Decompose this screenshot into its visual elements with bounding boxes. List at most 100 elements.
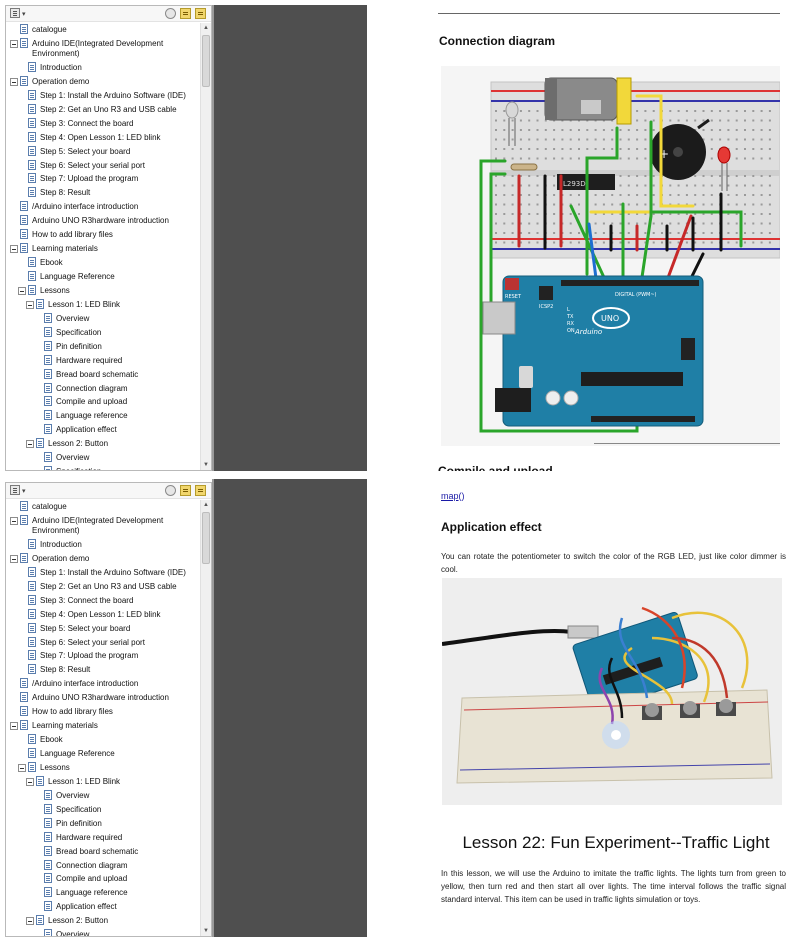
outline-menu-icon[interactable]: ▾ xyxy=(10,485,28,496)
outline-item[interactable]: Bread board schematic xyxy=(6,845,200,859)
bookmark-properties-icon[interactable] xyxy=(195,485,206,496)
sidebar-scrollbar[interactable]: ▲ ▼ xyxy=(200,500,211,936)
outline-item[interactable]: Application effect xyxy=(6,423,200,437)
outline-item-label: Language Reference xyxy=(40,272,115,281)
outline-item[interactable]: Step 8: Result xyxy=(6,186,200,200)
outline-item[interactable]: How to add library files xyxy=(6,228,200,242)
outline-item[interactable]: Step 2: Get an Uno R3 and USB cable xyxy=(6,103,200,117)
map-function-link[interactable]: map() xyxy=(441,491,465,501)
outline-item[interactable]: Compile and upload xyxy=(6,872,200,886)
bookmark-page-icon xyxy=(28,284,36,295)
outline-item[interactable]: Language Reference xyxy=(6,747,200,761)
outline-item[interactable]: Step 3: Connect the board xyxy=(6,594,200,608)
collapse-toggle-icon[interactable] xyxy=(18,763,26,772)
outline-item[interactable]: Step 4: Open Lesson 1: LED blink xyxy=(6,608,200,622)
collapse-toggle-icon[interactable] xyxy=(26,917,34,926)
outline-item[interactable]: Language reference xyxy=(6,886,200,900)
svg-text:ON: ON xyxy=(567,328,575,334)
outline-item[interactable]: catalogue xyxy=(6,23,200,37)
scroll-thumb[interactable] xyxy=(202,512,210,564)
outline-item[interactable]: Operation demo xyxy=(6,75,200,89)
collapse-toggle-icon[interactable] xyxy=(26,440,34,449)
outline-item[interactable]: Application effect xyxy=(6,900,200,914)
collapse-toggle-icon[interactable] xyxy=(10,554,18,563)
scroll-down-icon[interactable]: ▼ xyxy=(203,928,209,934)
outline-item[interactable]: Step 1: Install the Arduino Software (ID… xyxy=(6,566,200,580)
outline-item[interactable]: Step 3: Connect the board xyxy=(6,117,200,131)
outline-item[interactable]: Connection diagram xyxy=(6,859,200,873)
outline-item[interactable]: Ebook xyxy=(6,256,200,270)
collapse-toggle-icon[interactable] xyxy=(18,286,26,295)
bookmark-properties-icon[interactable] xyxy=(195,8,206,19)
collapse-toggle-icon[interactable] xyxy=(10,516,18,525)
outline-item[interactable]: Specification xyxy=(6,465,200,470)
outline-item[interactable]: Operation demo xyxy=(6,552,200,566)
outline-item[interactable]: Ebook xyxy=(6,733,200,747)
outline-menu-icon[interactable]: ▾ xyxy=(10,8,28,19)
collapse-toggle-icon[interactable] xyxy=(10,77,18,86)
outline-item[interactable]: Step 8: Result xyxy=(6,663,200,677)
outline-item[interactable]: Arduino IDE(Integrated Development Envir… xyxy=(6,37,200,61)
collapse-toggle-icon[interactable] xyxy=(10,39,18,48)
outline-item[interactable]: Introduction xyxy=(6,538,200,552)
outline-item[interactable]: Lessons xyxy=(6,284,200,298)
outline-item[interactable]: Overview xyxy=(6,451,200,465)
collapse-toggle-icon[interactable] xyxy=(10,245,18,254)
outline-item[interactable]: Bread board schematic xyxy=(6,368,200,382)
outline-item[interactable]: Arduino UNO R3hardware introduction xyxy=(6,214,200,228)
outline-item[interactable]: Step 7: Upload the program xyxy=(6,649,200,663)
outline-item[interactable]: Step 7: Upload the program xyxy=(6,172,200,186)
outline-item[interactable]: Step 1: Install the Arduino Software (ID… xyxy=(6,89,200,103)
bookmark-page-icon xyxy=(20,692,28,703)
outline-item[interactable]: Hardware required xyxy=(6,831,200,845)
pane-splitter[interactable] xyxy=(212,479,214,937)
outline-item[interactable]: Lesson 2: Button xyxy=(6,437,200,451)
outline-item[interactable]: catalogue xyxy=(6,500,200,514)
outline-item[interactable]: Compile and upload xyxy=(6,395,200,409)
outline-item[interactable]: /Arduino interface introduction xyxy=(6,677,200,691)
outline-item[interactable]: Arduino UNO R3hardware introduction xyxy=(6,691,200,705)
outline-item[interactable]: Overview xyxy=(6,312,200,326)
outline-item[interactable]: Arduino IDE(Integrated Development Envir… xyxy=(6,514,200,538)
bookmark-add-icon[interactable] xyxy=(180,8,191,19)
outline-item[interactable]: /Arduino interface introduction xyxy=(6,200,200,214)
outline-item[interactable]: How to add library files xyxy=(6,705,200,719)
scroll-up-icon[interactable]: ▲ xyxy=(203,502,209,508)
outline-item[interactable]: Overview xyxy=(6,789,200,803)
collapse-toggle-icon[interactable] xyxy=(26,300,34,309)
link-text[interactable]: map xyxy=(441,491,459,501)
collapse-circle-icon[interactable] xyxy=(165,485,176,496)
outline-item[interactable]: Step 4: Open Lesson 1: LED blink xyxy=(6,131,200,145)
scroll-up-icon[interactable]: ▲ xyxy=(203,25,209,31)
outline-item[interactable]: Language Reference xyxy=(6,270,200,284)
outline-item[interactable]: Step 5: Select your board xyxy=(6,145,200,159)
outline-item[interactable]: Pin definition xyxy=(6,340,200,354)
outline-item[interactable]: Pin definition xyxy=(6,817,200,831)
outline-item[interactable]: Lessons xyxy=(6,761,200,775)
outline-item[interactable]: Lesson 2: Button xyxy=(6,914,200,928)
scroll-thumb[interactable] xyxy=(202,35,210,87)
outline-item[interactable]: Specification xyxy=(6,326,200,340)
outline-item[interactable]: Overview xyxy=(6,928,200,936)
outline-item[interactable]: Language reference xyxy=(6,409,200,423)
scroll-down-icon[interactable]: ▼ xyxy=(203,462,209,468)
outline-item[interactable]: Learning materials xyxy=(6,242,200,256)
outline-item[interactable]: Step 5: Select your board xyxy=(6,622,200,636)
outline-item[interactable]: Step 6: Select your serial port xyxy=(6,159,200,173)
outline-item[interactable]: Connection diagram xyxy=(6,382,200,396)
outline-item[interactable]: Lesson 1: LED Blink xyxy=(6,298,200,312)
pane-splitter[interactable] xyxy=(212,5,214,471)
outline-item[interactable]: Learning materials xyxy=(6,719,200,733)
outline-item[interactable]: Specification xyxy=(6,803,200,817)
outline-item[interactable]: Step 2: Get an Uno R3 and USB cable xyxy=(6,580,200,594)
outline-item[interactable]: Hardware required xyxy=(6,354,200,368)
bookmark-add-icon[interactable] xyxy=(180,485,191,496)
collapse-toggle-icon[interactable] xyxy=(26,777,34,786)
collapse-circle-icon[interactable] xyxy=(165,8,176,19)
bookmark-page-icon xyxy=(28,145,36,156)
sidebar-scrollbar[interactable]: ▲ ▼ xyxy=(200,23,211,470)
collapse-toggle-icon[interactable] xyxy=(10,722,18,731)
outline-item[interactable]: Step 6: Select your serial port xyxy=(6,636,200,650)
outline-item[interactable]: Lesson 1: LED Blink xyxy=(6,775,200,789)
outline-item[interactable]: Introduction xyxy=(6,61,200,75)
